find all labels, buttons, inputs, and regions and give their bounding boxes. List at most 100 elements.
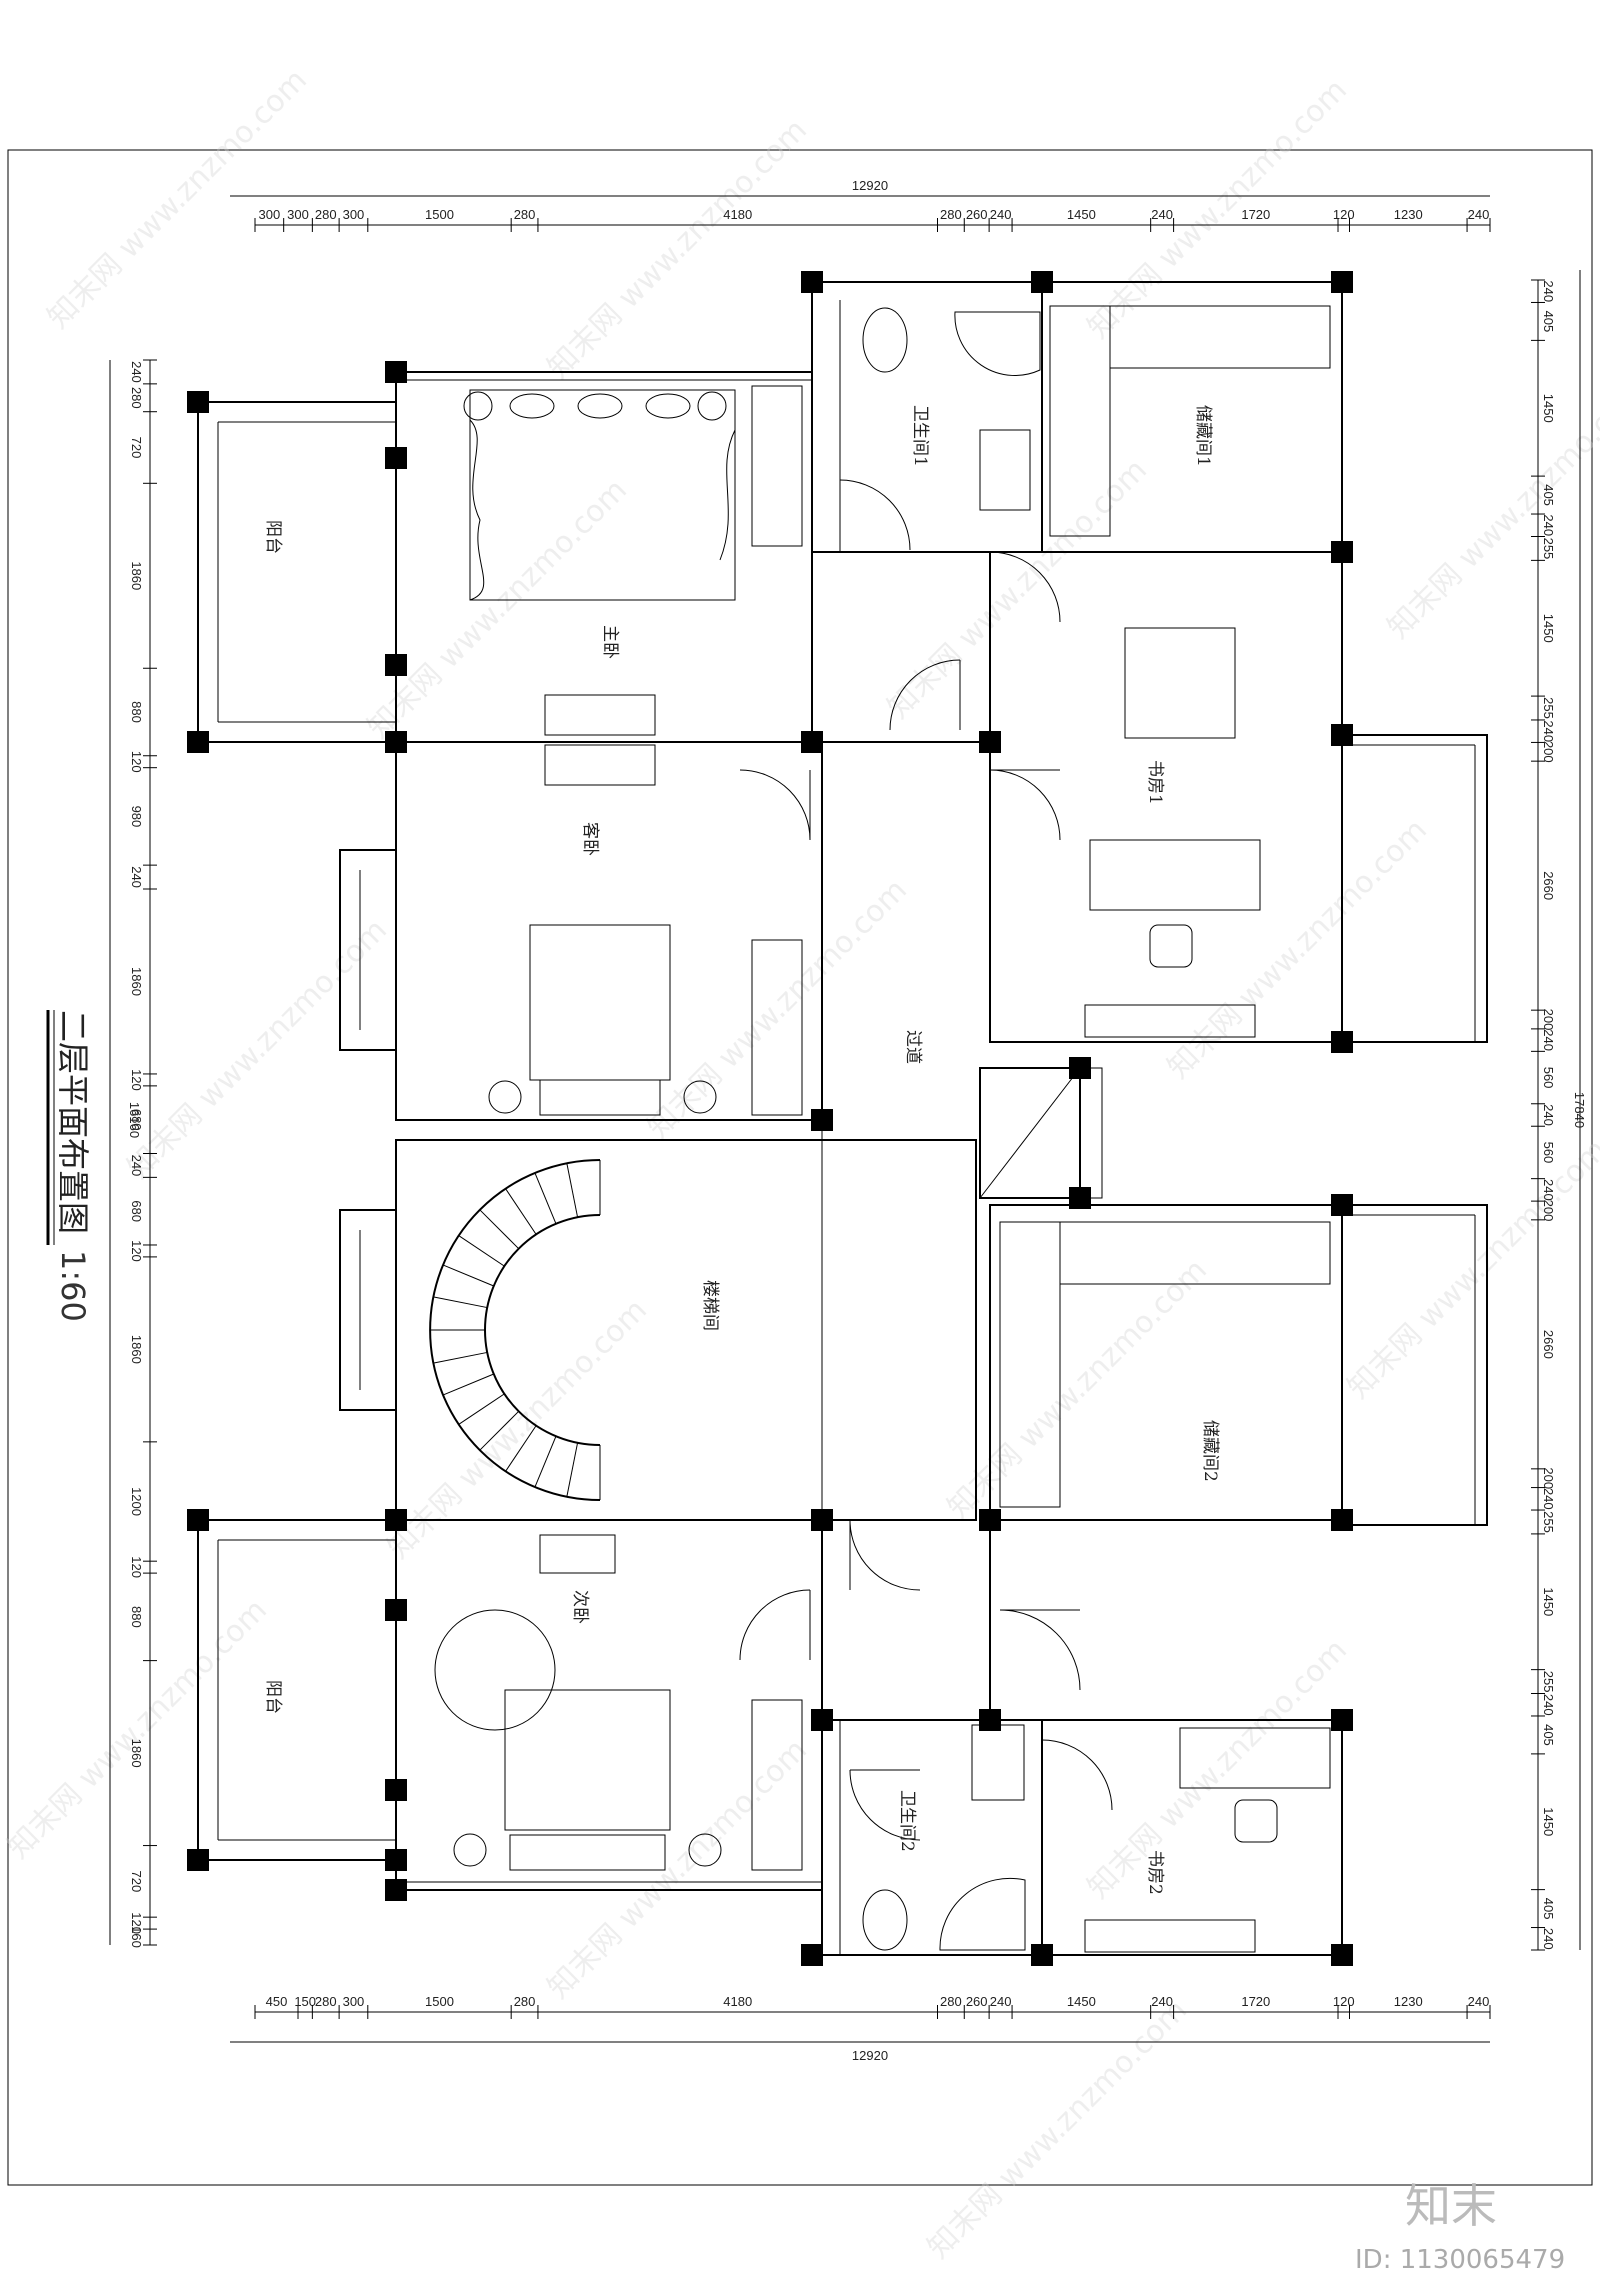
dimension-value: 120 [1333, 207, 1355, 222]
label-guest-bed: 客卧 [580, 822, 600, 856]
dimension-value: 4180 [723, 207, 752, 222]
dimension-value: 1200 [129, 1487, 144, 1516]
desk-2 [1179, 1727, 1331, 1789]
watermark: 知末网 www.znzmo.com [541, 113, 814, 386]
watermark-layer: 知末网 www.znzmo.com 知末网 www.znzmo.com 知末网 … [1, 63, 1600, 2266]
sink-1 [979, 429, 1031, 511]
master-bed [469, 389, 736, 601]
label-study2: 书房2 [1145, 1850, 1165, 1895]
dimension-value: 240 [1541, 1104, 1556, 1126]
dimension-value: 255 [1541, 538, 1556, 560]
dimension-value: 240 [1151, 207, 1173, 222]
dimension-value: 405 [1541, 484, 1556, 506]
balcony-top-outline [197, 401, 397, 743]
dimension-value: 1720 [1241, 207, 1270, 222]
dimension-value: 1450 [1067, 1994, 1096, 2009]
column [187, 391, 209, 413]
chair-1 [1149, 924, 1193, 968]
dimension-value: 120 [129, 1556, 144, 1578]
watermark: 知末网 www.znzmo.com [1, 1593, 274, 1866]
dimension-value: 200 [1541, 1200, 1556, 1222]
column [385, 447, 407, 469]
drawing-scale: 1:60 [54, 1250, 92, 1322]
watermark: 知末网 www.znzmo.com [1341, 1133, 1600, 1406]
shower-1 [954, 311, 1041, 376]
guest-bed-outline [395, 741, 823, 1121]
column [1331, 1031, 1353, 1053]
stair-tread [505, 1425, 537, 1472]
watermark: 知末网 www.znzmo.com [921, 1993, 1194, 2266]
dimension-value: 2660 [1541, 1330, 1556, 1359]
overall-height-left: 16160 [127, 1102, 142, 1138]
dimension-value: 240 [1541, 280, 1556, 302]
watermark: 知末网 www.znzmo.com [881, 453, 1154, 726]
shelf-storage1-b [1109, 305, 1331, 369]
dimension-value: 280 [514, 207, 536, 222]
column [385, 1779, 407, 1801]
tv-cabinet-guest [544, 744, 656, 786]
column [1331, 1509, 1353, 1531]
structural-columns [187, 271, 1353, 1966]
dimension-value: 280 [129, 387, 144, 409]
dimension-value: 240 [1151, 1994, 1173, 2009]
watermark: 知末网 www.znzmo.com [1381, 373, 1600, 646]
column [1331, 1944, 1353, 1966]
column [1069, 1057, 1091, 1079]
label-master-bed: 主卧 [600, 625, 620, 659]
column [385, 1509, 407, 1531]
dimension-value: 1500 [425, 1994, 454, 2009]
dimension-value: 120 [129, 751, 144, 773]
dimension-value: 1450 [1067, 207, 1096, 222]
dimension-value: 120 [129, 1069, 144, 1091]
dimension-value: 1860 [129, 967, 144, 996]
column [979, 1509, 1001, 1531]
stair-tread [442, 1264, 494, 1287]
dimension-value: 300 [258, 207, 280, 222]
drawing-border [7, 149, 1593, 2186]
dimension-value: 720 [129, 1871, 144, 1893]
dimension-value: 120 [129, 1240, 144, 1262]
watermark: 知末网 www.znzmo.com [41, 63, 314, 336]
dimension-value: 240 [1541, 1488, 1556, 1510]
dimension-value: 240 [990, 207, 1012, 222]
column [1069, 1187, 1091, 1209]
dimension-value: 1720 [1241, 1994, 1270, 2009]
dimension-value: 280 [315, 207, 337, 222]
dimension-value: 240 [1541, 1179, 1556, 1201]
label-stairwell: 楼梯间 [700, 1280, 720, 1331]
dimension-value: 680 [129, 1200, 144, 1222]
wardrobe-guest [751, 939, 803, 1116]
dimension-value: 880 [129, 701, 144, 723]
dimension-value: 450 [266, 1994, 288, 2009]
dimension-value: 680 [129, 1109, 144, 1131]
dimension-value: 280 [940, 207, 962, 222]
label-bath1: 卫生间1 [910, 405, 930, 467]
column [1031, 271, 1053, 293]
label-balcony-bottom: 阳台 [263, 1680, 283, 1714]
cabinet-study2 [1084, 1919, 1256, 1953]
balcony-bottom-outline [197, 1519, 397, 1861]
dimension-value: 1860 [129, 1739, 144, 1768]
shelf-storage2-b [1059, 1221, 1331, 1285]
label-bath2: 卫生间2 [897, 1790, 917, 1852]
guest-bed [529, 924, 671, 1081]
dimension-value: 405 [1541, 1898, 1556, 1920]
dimension-value: 200 [1541, 741, 1556, 763]
dimension-value: 240 [129, 1155, 144, 1177]
dimension-chain-left: 2402807201860880120980240186012068024068… [129, 359, 157, 1948]
label-storage2: 储藏间2 [1200, 1420, 1220, 1482]
dimension-value: 4180 [723, 1994, 752, 2009]
stair-tread [442, 1373, 494, 1396]
label-balcony-top: 阳台 [263, 520, 283, 554]
walls [197, 281, 1488, 1956]
stair-tread [458, 1393, 505, 1425]
dimension-value: 1230 [1394, 1994, 1423, 2009]
round-rug [434, 1609, 556, 1731]
label-study1: 书房1 [1145, 760, 1165, 805]
dimension-value: 240 [1541, 1928, 1556, 1950]
dimension-value: 300 [287, 207, 309, 222]
watermark: 知末网 www.znzmo.com [641, 873, 914, 1146]
drawing-title: 二层平面布置图 [54, 1010, 92, 1234]
dimension-value: 240 [1468, 1994, 1490, 2009]
